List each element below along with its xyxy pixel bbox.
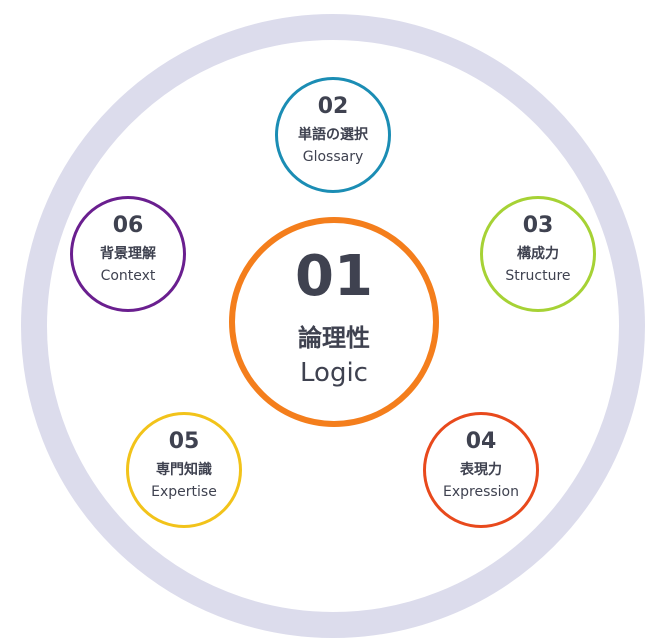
node-number: 04 [465, 429, 497, 454]
node-en-label: Expression [443, 484, 519, 500]
node-number: 02 [317, 94, 349, 119]
node-structure: 03 構成力 Structure [480, 196, 596, 312]
node-en-label: Structure [505, 268, 571, 284]
node-expression: 04 表現力 Expression [423, 412, 539, 528]
node-number: 03 [522, 213, 554, 238]
node-number: 05 [168, 429, 200, 454]
node-en-label: Context [100, 268, 156, 284]
node-jp-label: 背景理解 [100, 246, 156, 262]
node-jp-label: 構成力 [517, 246, 559, 262]
center-en-label: Logic [300, 358, 368, 388]
center-node-logic: 01 論理性 Logic [229, 217, 439, 427]
center-jp-label: 論理性 [298, 324, 370, 352]
node-glossary: 02 単語の選択 Glossary [275, 77, 391, 193]
node-en-label: Expertise [151, 484, 217, 500]
node-jp-label: 専門知識 [156, 462, 212, 478]
node-number: 06 [112, 213, 144, 238]
node-en-label: Glossary [302, 149, 364, 165]
node-jp-label: 表現力 [460, 462, 502, 478]
node-context: 06 背景理解 Context [70, 196, 186, 312]
node-jp-label: 単語の選択 [298, 127, 368, 143]
node-expertise: 05 専門知識 Expertise [126, 412, 242, 528]
center-number: 01 [295, 244, 373, 309]
